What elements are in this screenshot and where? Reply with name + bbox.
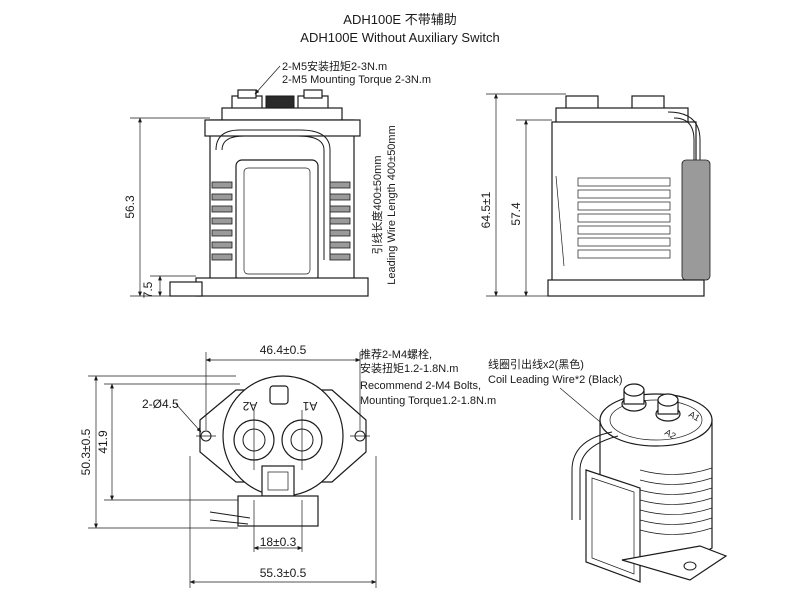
dim-top-total-height: 50.3±0.5 <box>79 428 93 475</box>
bolt-note-en-1: Recommend 2-M4 Bolts, <box>360 380 481 392</box>
label-a1: A1 <box>302 399 317 413</box>
top-view: A2 A1 46.4±0.5 55.3±0.5 18±0.3 50.3±0.5 … <box>79 343 496 588</box>
iso-fins <box>639 467 713 535</box>
dim-top-body-height: 41.9 <box>96 430 110 454</box>
front-fins <box>211 181 351 261</box>
iso-label-a1: A1 <box>687 409 702 423</box>
bolt-note-zh-2: 安装扭矩1.2-1.8N.m <box>360 361 458 375</box>
bolt-note-zh-1: 推荐2-M4螺栓, <box>360 347 432 361</box>
iso-label-plate <box>585 469 641 583</box>
wire-length-en: Leading Wire Length 400±50mm <box>386 125 398 285</box>
side-fins <box>577 159 711 281</box>
side-view: 64.5±1 57.4 <box>479 93 711 297</box>
callout-terminal-zh: 2-M5安装扭矩2-3N.m <box>282 59 387 73</box>
dim-front-height: 56.3 <box>123 195 137 219</box>
coil-wire-label-zh: 线圈引出线x2(黑色) <box>488 357 584 371</box>
front-label-plate <box>235 159 319 283</box>
label-a2: A2 <box>242 399 257 413</box>
bolt-note-en-2: Mounting Torque1.2-1.8N.m <box>360 395 496 407</box>
title-english: ADH100E Without Auxiliary Switch <box>300 30 499 45</box>
dim-terminal-spacing: 18±0.3 <box>260 535 297 549</box>
dim-top-mount-width: 46.4±0.5 <box>260 343 307 357</box>
title-chinese: ADH100E 不带辅助 <box>343 12 456 27</box>
coil-connector <box>261 465 295 497</box>
dim-side-overall: 64.5±1 <box>479 191 493 228</box>
dim-front-base: 7.5 <box>141 281 155 298</box>
dim-side-body: 57.4 <box>509 202 523 226</box>
front-terminals <box>221 89 343 123</box>
hole-label: 2-Ø4.5 <box>142 397 179 411</box>
wire-length-zh: 引线长度400±50mm <box>370 156 384 255</box>
front-view: 56.3 7.5 2-M5安装扭矩2-3N.m 2-M5 Mounting To… <box>123 59 431 298</box>
callout-terminal-en: 2-M5 Mounting Torque 2-3N.m <box>282 74 431 86</box>
dim-top-total-width: 55.3±0.5 <box>260 566 307 580</box>
iso-view: 线圈引出线x2(黑色) Coil Leading Wire*2 (Black) … <box>488 357 728 583</box>
iso-label-a2: A2 <box>663 427 678 441</box>
coil-wire-label-en: Coil Leading Wire*2 (Black) <box>488 374 623 386</box>
